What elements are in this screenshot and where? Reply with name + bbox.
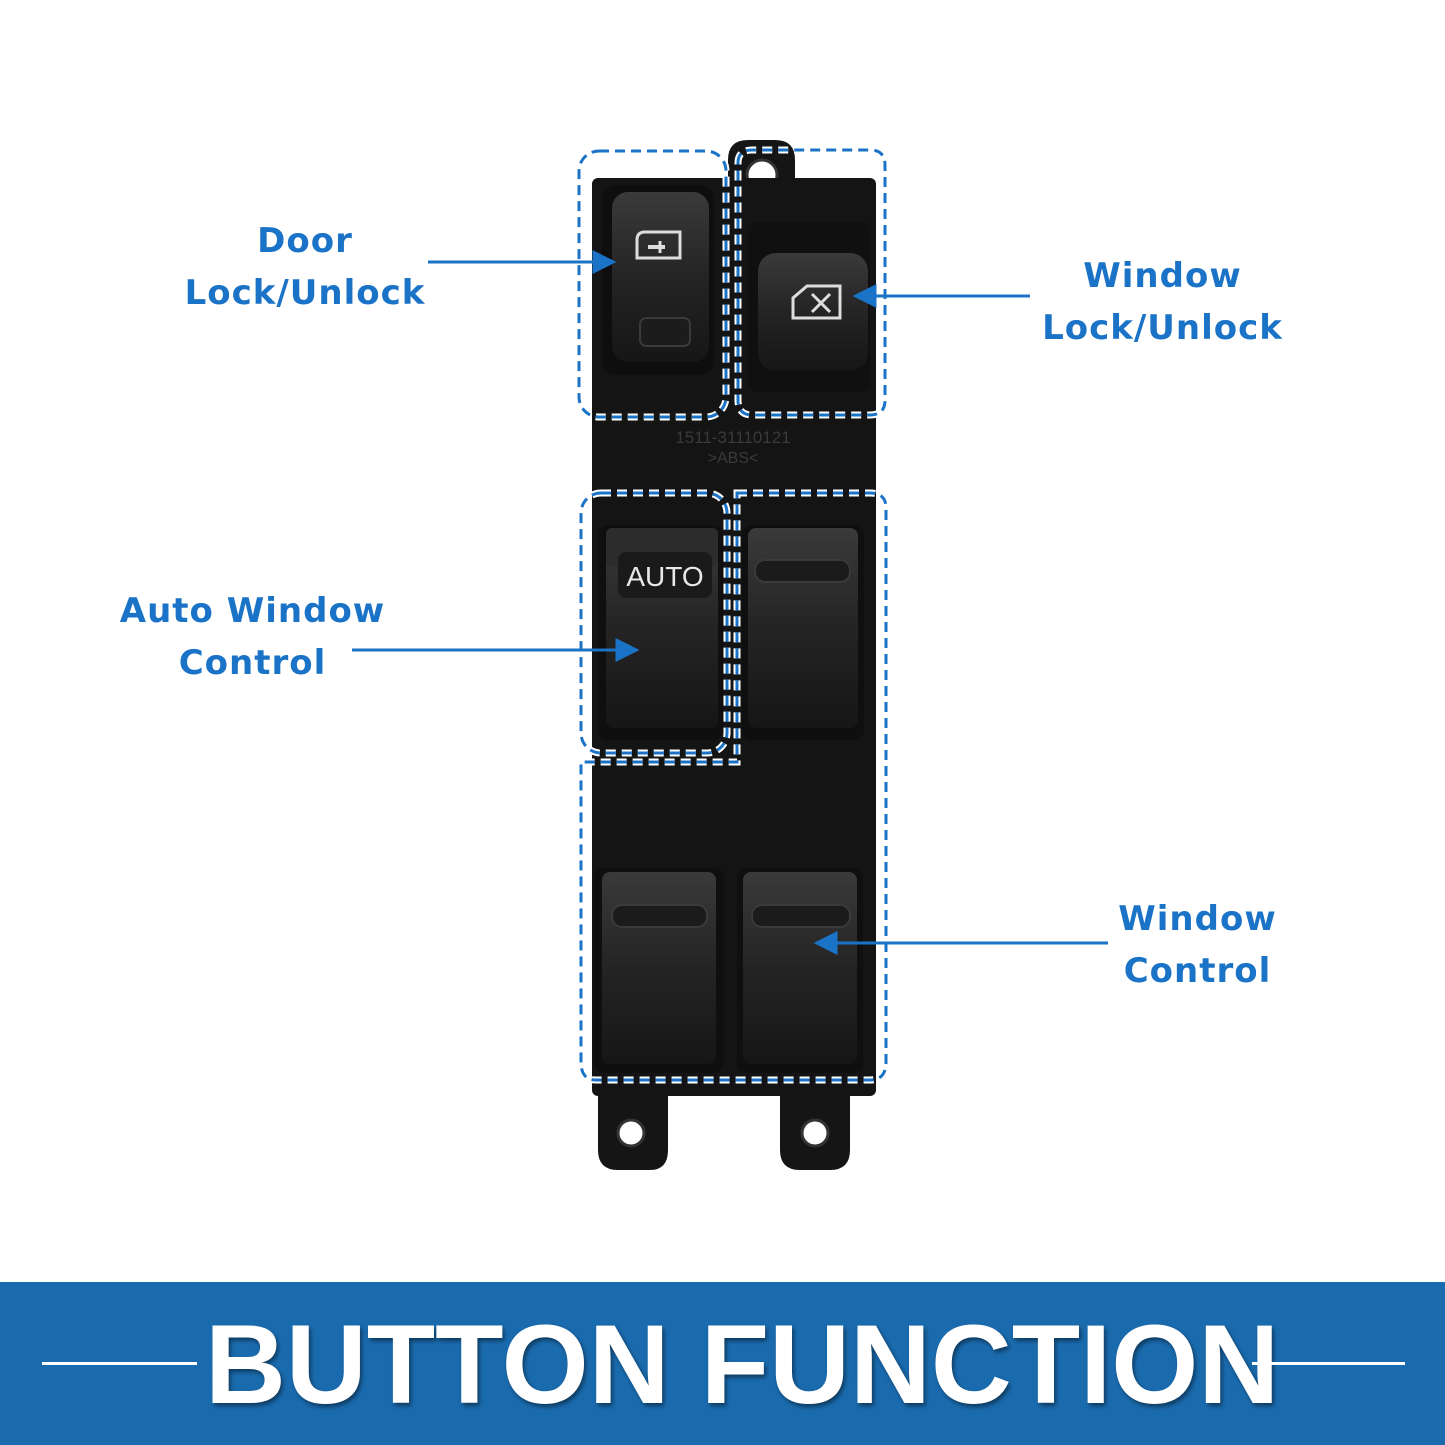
door-lock-callout: Door Lock/Unlock <box>150 215 460 319</box>
door-lock-highlight <box>575 147 730 421</box>
part-number-text: 1511-31110121 <box>675 428 790 447</box>
auto-window-callout-line1: Auto Window <box>119 591 386 631</box>
highlight-boxes <box>575 146 890 1084</box>
window-control-callout-line1: Window <box>1118 899 1277 939</box>
window-lock-callout-line2: Lock/Unlock <box>1042 308 1283 348</box>
auto-label: AUTO <box>626 561 703 592</box>
auto-window-callout-line2: Control <box>178 643 327 683</box>
footer-banner: BUTTON FUNCTION <box>0 1282 1445 1445</box>
auto-window-button[interactable]: AUTO <box>598 525 723 740</box>
window-button-rear-right[interactable] <box>737 868 863 1073</box>
window-lock-icon <box>791 284 842 320</box>
window-lock-button[interactable] <box>748 222 870 392</box>
window-control-highlight <box>577 489 890 1084</box>
material-mark-text: >ABS< <box>708 450 759 467</box>
footer-rule-left <box>42 1362 197 1365</box>
footer-title: BUTTON FUNCTION <box>205 1302 1280 1427</box>
window-button-front-passenger[interactable] <box>742 525 864 740</box>
footer-rule-right <box>1252 1362 1405 1365</box>
door-lock-callout-line2: Lock/Unlock <box>184 273 426 313</box>
auto-window-highlight <box>577 489 731 757</box>
door-lock-callout-line1: Door <box>257 221 353 261</box>
door-lock-button[interactable] <box>602 185 714 375</box>
window-control-callout: Window Control <box>1085 893 1310 997</box>
window-button-rear-left[interactable] <box>594 868 724 1073</box>
door-lock-icon <box>635 230 682 260</box>
window-lock-callout: Window Lock/Unlock <box>1010 250 1315 354</box>
window-control-callout-line2: Control <box>1123 951 1272 991</box>
window-lock-highlight <box>734 146 889 419</box>
window-lock-callout-line1: Window <box>1083 256 1242 296</box>
auto-window-callout: Auto Window Control <box>95 585 410 689</box>
bottom-mounting-hole-right <box>800 1118 830 1148</box>
callout-arrows <box>352 250 1108 955</box>
bottom-mounting-hole-left <box>616 1118 646 1148</box>
